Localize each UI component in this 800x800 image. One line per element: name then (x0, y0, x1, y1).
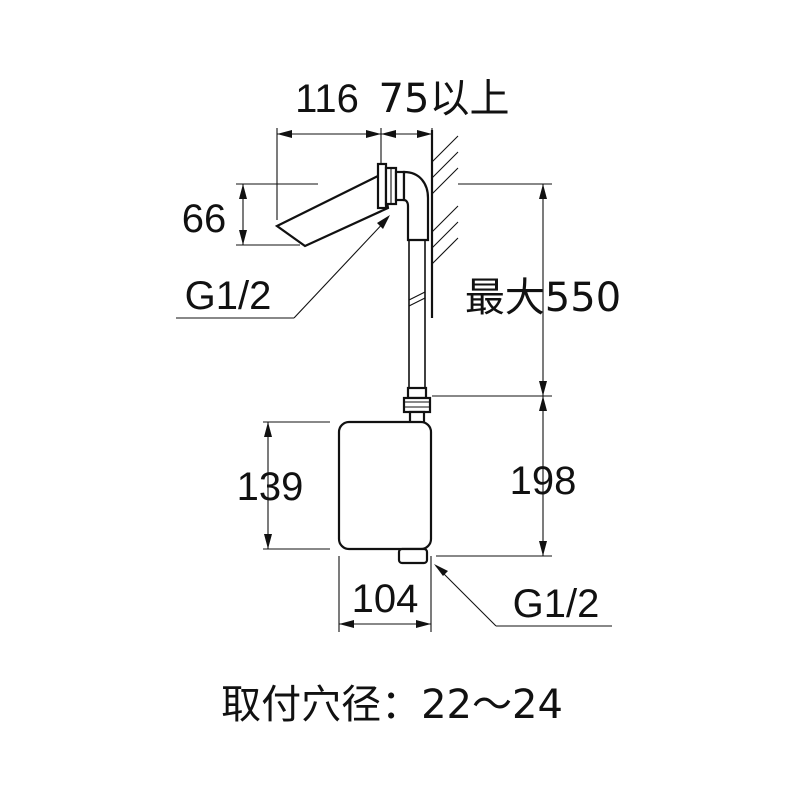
dim-66-vertical (236, 183, 318, 246)
dim-66-label: 66 (182, 197, 227, 241)
dim-550-label: 最大550 (465, 275, 621, 321)
dim-top-horizontal (276, 128, 433, 220)
outlet-thread-label: G1/2 (513, 582, 600, 626)
box-connector (402, 396, 432, 428)
spout-thread-label: G1/2 (185, 274, 272, 318)
outlet-nozzle (397, 547, 429, 565)
spout-fitting (376, 162, 406, 210)
dim-75-label: 75以上 (379, 76, 510, 122)
leader-spout-thread (176, 215, 390, 319)
spout (274, 172, 390, 248)
dim-116-label: 116 (295, 77, 359, 121)
wall-hatch (430, 130, 459, 318)
leader-outlet-thread (434, 564, 612, 627)
control-box (337, 420, 433, 551)
dim-104-horizontal (338, 556, 432, 632)
dim-139-vertical (263, 421, 330, 550)
hose (406, 240, 428, 400)
dim-104-label: 104 (352, 577, 419, 621)
dim-198-label: 198 (510, 459, 577, 503)
elbow (402, 170, 430, 242)
dim-139-label: 139 (237, 465, 304, 509)
mounting-hole-note: 取付穴径：22～24 (221, 682, 563, 728)
dim-right-vertical (432, 183, 552, 557)
